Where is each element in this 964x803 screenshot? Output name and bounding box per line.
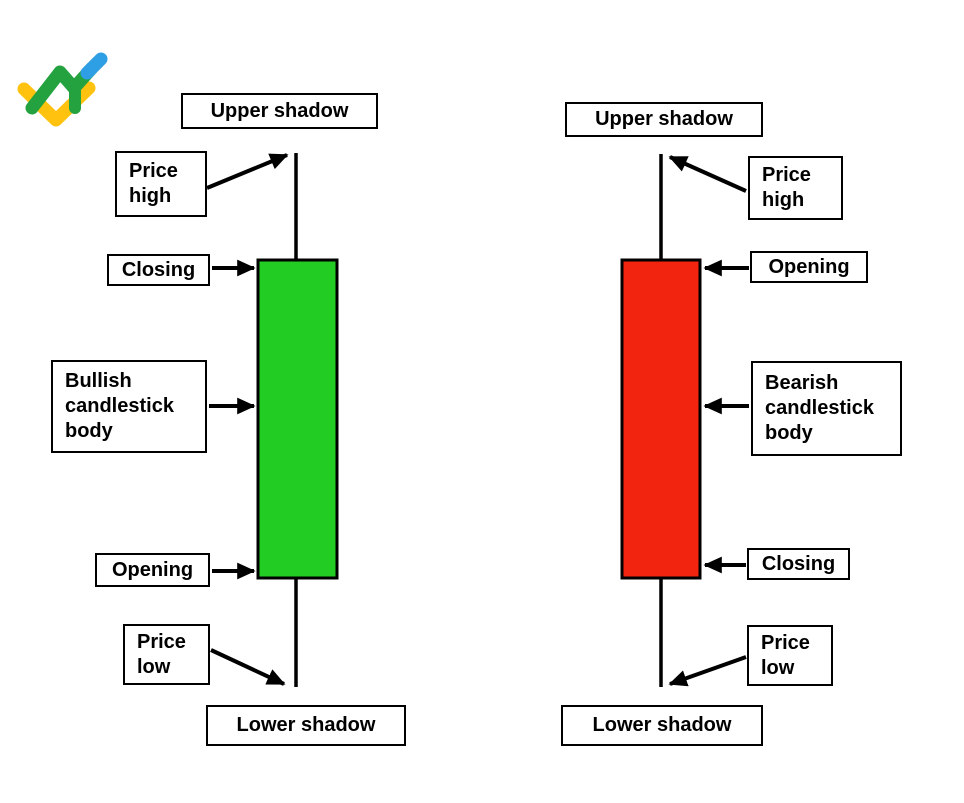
left-bullish-body-label: Bullish candlestick body: [51, 360, 207, 453]
logo-blue-segment: [80, 52, 108, 80]
right-price-low-arrow: [668, 655, 747, 687]
left-lower-shadow-label: Lower shadow: [206, 705, 406, 746]
left-price-high-arrow: [206, 153, 289, 190]
right-price-high-arrow: [668, 155, 747, 193]
left-price-low-arrow: [210, 648, 286, 686]
right-bearish-body-label: Bearish candlestick body: [751, 361, 902, 456]
right-upper-shadow-label: Upper shadow: [565, 102, 763, 137]
right-opening-label: Opening: [750, 251, 868, 283]
bullish-candle-body: [256, 258, 339, 580]
left-price-high-label: Price high: [115, 151, 207, 217]
right-price-low-label: Price low: [747, 625, 833, 686]
right-lower-shadow-label: Lower shadow: [561, 705, 763, 746]
right-price-high-label: Price high: [748, 156, 843, 220]
left-opening-label: Opening: [95, 553, 210, 587]
bearish-candle-body: [620, 258, 702, 580]
litefinance-logo-icon: [17, 52, 108, 127]
left-price-low-label: Price low: [123, 624, 210, 685]
left-upper-shadow-label: Upper shadow: [181, 93, 378, 129]
left-closing-label: Closing: [107, 254, 210, 286]
right-closing-label: Closing: [747, 548, 850, 580]
